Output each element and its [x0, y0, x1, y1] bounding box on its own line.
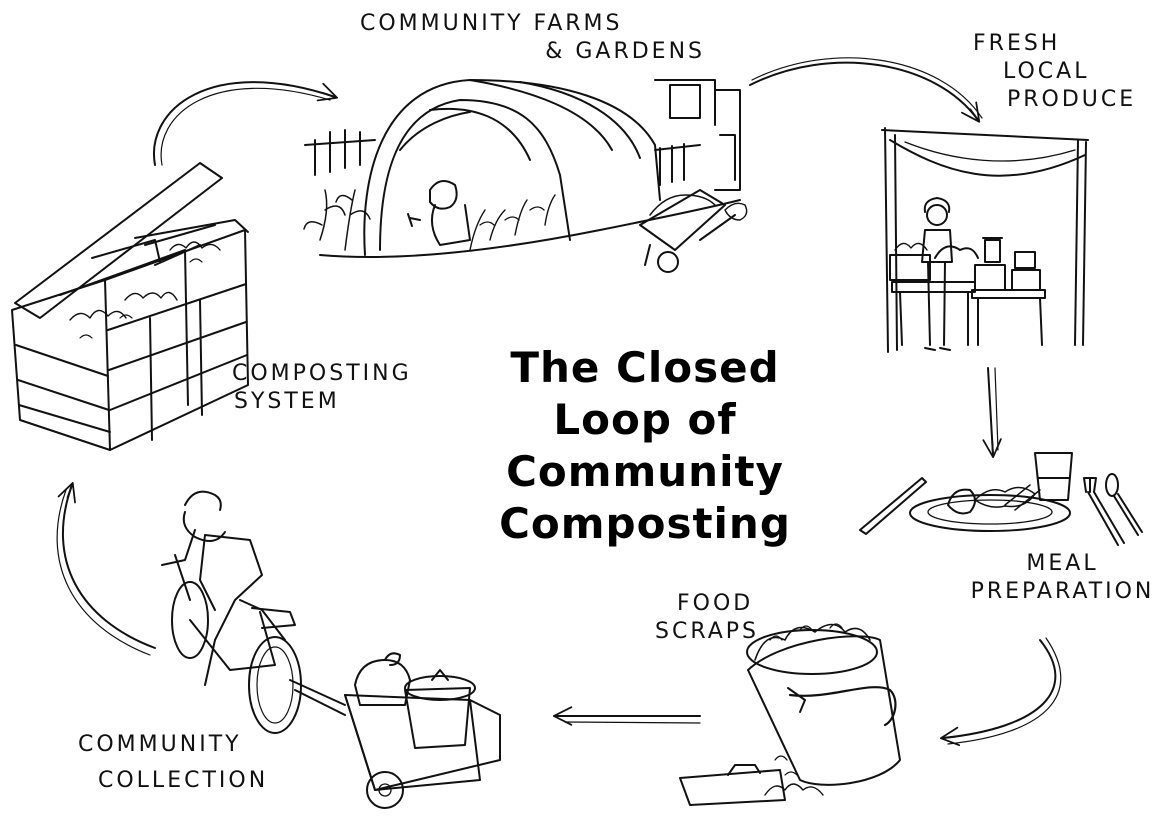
scrap-bucket-icon	[679, 623, 901, 806]
title-line: Composting	[499, 499, 791, 548]
label-fresh-local-produce: FRESH LOCAL PRODUCE	[965, 30, 1145, 114]
title-line: Loop of Community	[506, 395, 784, 496]
label-line: SCRAPS	[655, 619, 760, 644]
label-line: COMMUNITY	[78, 732, 242, 757]
label-line: LOCAL	[1003, 59, 1090, 84]
label-line: SYSTEM	[234, 389, 340, 414]
flow-arrow-meal-to-scraps	[939, 637, 1062, 747]
label-line: COMPOSTING	[232, 361, 412, 386]
flow-arrow-composting-to-farms	[153, 81, 338, 166]
label-line: FOOD	[677, 591, 754, 616]
title-line: The Closed	[510, 343, 780, 392]
label-line: PRODUCE	[1007, 87, 1137, 112]
flow-arrow-scraps-to-collection	[552, 706, 701, 726]
label-line: & GARDENS	[545, 39, 705, 64]
compost-bins-icon	[11, 162, 249, 451]
greenhouse-hoop-house-icon	[303, 79, 748, 273]
label-line: COLLECTION	[98, 768, 269, 793]
diagram-title: The Closed Loop of Community Composting	[425, 342, 865, 550]
label-composting-system: COMPOSTING SYSTEM	[232, 360, 432, 416]
label-line: FRESH	[973, 31, 1061, 56]
label-line: COMMUNITY FARMS	[360, 11, 623, 36]
bike-trailer-icon	[161, 490, 501, 809]
label-line: MEAL	[1026, 551, 1099, 576]
label-community-collection: COMMUNITY COLLECTION	[78, 727, 308, 799]
label-food-scraps: FOOD SCRAPS	[655, 590, 775, 646]
flow-arrow-collection-to-composting	[56, 482, 156, 656]
market-stall-icon	[881, 127, 1089, 353]
flow-arrow-produce-to-meal	[982, 367, 1002, 459]
flow-arrow-farms-to-produce	[749, 57, 983, 123]
label-meal-preparation: MEAL PREPARATION	[960, 550, 1165, 606]
meal-plate-icon	[859, 452, 1143, 546]
label-line: PREPARATION	[970, 579, 1155, 604]
label-community-farms: COMMUNITY FARMS & GARDENS	[360, 10, 705, 66]
